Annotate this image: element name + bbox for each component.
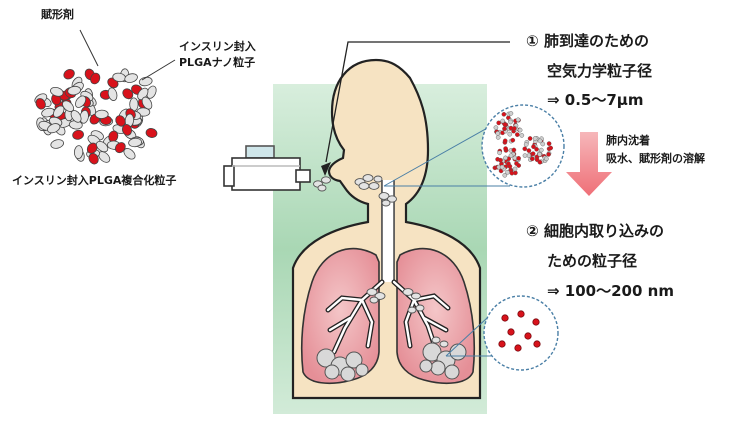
zoom-particle bbox=[508, 132, 512, 136]
zoom-particle bbox=[527, 154, 531, 158]
zoom-particle bbox=[503, 123, 507, 127]
requirement-2-line2: ための粒子径 bbox=[547, 253, 637, 270]
requirement-2-marker: ② bbox=[526, 222, 539, 240]
excipient-grain bbox=[74, 145, 83, 158]
nanoparticle-leader bbox=[142, 60, 175, 80]
zoom-particle bbox=[504, 147, 508, 151]
nanoparticle bbox=[145, 127, 158, 138]
requirement-2-value: ⇒ 100〜200 nm bbox=[547, 283, 674, 300]
zoom-particle bbox=[527, 149, 531, 153]
requirement-1-title: 肺到達のための bbox=[544, 32, 649, 50]
zoom-particle bbox=[497, 121, 501, 125]
requirement-1-line2: 空気力学粒子径 bbox=[547, 63, 652, 80]
excipient-leader bbox=[80, 30, 98, 66]
excipient-label: 賦形剤 bbox=[41, 9, 74, 22]
zoom-particle bbox=[509, 111, 513, 115]
zoom-particle bbox=[547, 142, 551, 146]
zoom-particle bbox=[547, 152, 551, 156]
zoom-particle bbox=[517, 163, 521, 167]
zoom-particle bbox=[502, 127, 506, 131]
zoom-circle-lower bbox=[484, 296, 558, 370]
nanoparticle bbox=[72, 129, 85, 140]
composite-particle-label: インスリン封入PLGA複合化粒子 bbox=[12, 175, 176, 188]
zoom-particle bbox=[494, 126, 498, 130]
requirement-2-title: 細胞内取り込みの bbox=[544, 222, 664, 240]
nanoparticle bbox=[62, 68, 76, 81]
zoom-particle bbox=[498, 151, 502, 155]
zoom-particle bbox=[512, 126, 516, 130]
zoom-particle bbox=[513, 167, 517, 171]
zoom-particle bbox=[523, 154, 527, 158]
zoom-particle bbox=[517, 156, 521, 160]
composite-particle bbox=[33, 68, 158, 166]
zoom-particle bbox=[502, 112, 506, 116]
zoom-particle bbox=[503, 139, 507, 143]
zoom-particle bbox=[509, 120, 513, 124]
requirement-2-line1: ② 細胞内取り込みの bbox=[526, 223, 664, 240]
zoom-particle bbox=[520, 133, 524, 137]
excipient-grain bbox=[67, 85, 81, 95]
zoom-particle bbox=[524, 142, 528, 146]
zoom-particle bbox=[511, 138, 515, 142]
zoom-particle bbox=[538, 152, 542, 156]
nanoparticle-label-line2: PLGAナノ粒子 bbox=[179, 57, 255, 70]
zoom-particle bbox=[530, 157, 534, 161]
zoom-particle bbox=[549, 146, 553, 150]
zoom-particle bbox=[539, 148, 543, 152]
requirement-1-value: ⇒ 0.5〜7μm bbox=[547, 92, 643, 109]
zoom-particle bbox=[528, 136, 532, 140]
zoom-particle bbox=[498, 158, 502, 162]
zoom-particle bbox=[506, 170, 510, 174]
zoom-particle bbox=[496, 131, 500, 135]
lung-deposition-label: 肺内沈着 bbox=[606, 135, 650, 148]
zoom-particle bbox=[500, 165, 504, 169]
zoom-particle bbox=[538, 160, 542, 164]
excipient-grain bbox=[107, 87, 118, 102]
dissolution-label: 吸水、賦形剤の溶解 bbox=[606, 153, 705, 166]
zoom-particle bbox=[510, 171, 514, 175]
zoom-particle bbox=[496, 135, 500, 139]
excipient-grain bbox=[95, 110, 108, 119]
excipient-grain bbox=[50, 138, 65, 149]
requirement-1-marker: ① bbox=[526, 32, 539, 50]
zoom-particle bbox=[516, 118, 520, 122]
zoom-particle bbox=[518, 128, 522, 132]
zoom-particle bbox=[501, 119, 505, 123]
zoom-particle bbox=[544, 157, 548, 161]
zoom-particle bbox=[531, 152, 535, 156]
zoom-particle bbox=[538, 139, 542, 143]
zoom-particle bbox=[533, 136, 537, 140]
zoom-particle bbox=[531, 145, 535, 149]
zoom-particle bbox=[512, 148, 516, 152]
zoom-particle bbox=[523, 147, 527, 151]
zoom-particle bbox=[515, 133, 519, 137]
nanoparticle-label-line1: インスリン封入 bbox=[179, 41, 256, 54]
zoom-particle bbox=[509, 154, 513, 158]
requirement-1-line1: ① 肺到達のための bbox=[526, 33, 649, 50]
zoom-particle bbox=[506, 162, 510, 166]
